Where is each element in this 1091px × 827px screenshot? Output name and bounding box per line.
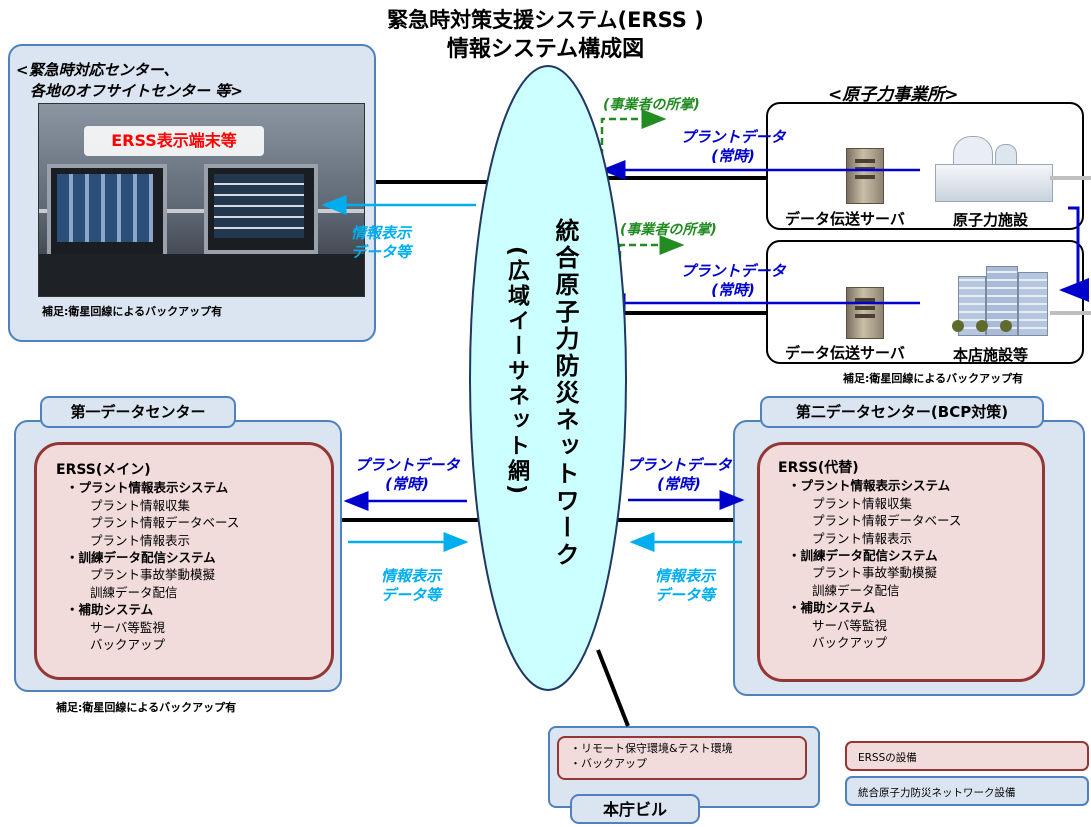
dc1-erss-box: [34, 442, 334, 680]
info-label-2: 情報表示データ等: [380, 567, 441, 604]
agency-item: ・リモート保守環境&テスト環境: [570, 742, 733, 755]
dc2-sys2-item: 訓練データ配信: [812, 582, 900, 598]
server-icon: [846, 287, 884, 339]
legend-network-label: 統合原子力防災ネットワーク設備: [858, 787, 1016, 799]
dc1-system-list: ERSS(メイン) ・プラント情報表示システム プラント情報収集 プラント情報デ…: [56, 462, 239, 653]
legend-network-swatch: [845, 776, 1089, 806]
dc1-sys3-item: バックアップ: [90, 637, 166, 653]
server-icon: [846, 148, 884, 204]
jurisdiction-label-1: (事業者の所掌): [603, 97, 700, 113]
dc1-sys1-heading: ・プラント情報表示システム: [66, 480, 229, 496]
dc2-sys1-item: プラント情報収集: [812, 495, 913, 511]
dc1-erss-heading: ERSS(メイン): [56, 462, 151, 478]
dc1-sys1-item: プラント情報データベース: [90, 515, 240, 531]
network-ellipse: [469, 65, 627, 691]
agency-item: ・バックアップ: [570, 757, 647, 770]
dc1-sys2-heading: ・訓練データ配信システム: [66, 550, 216, 566]
monitor-left: [47, 164, 167, 258]
dc2-erss-box: [757, 442, 1045, 682]
dc1-sys2-item: プラント事故挙動模擬: [90, 567, 216, 583]
offsite-note: 補足:衛星回線によるバックアップ有: [42, 305, 223, 318]
dc1-note: 補足:衛星回線によるバックアップ有: [56, 701, 237, 714]
offsite-title-line1: <緊急時対応センター、: [16, 61, 179, 79]
plant-data-label-1: プラントデータ(常時): [680, 128, 786, 165]
dc2-sys1-heading: ・プラント情報表示システム: [788, 478, 951, 494]
facility-label-1: 原子力施設: [953, 211, 1029, 229]
plant-data-label-4: プラントデータ(常時): [626, 456, 732, 493]
terminal-photo: ERSS表示端末等: [38, 103, 365, 297]
dc2-sys3-item: サーバ等監視: [812, 617, 887, 633]
site-title: <原子力事業所>: [828, 85, 959, 105]
dc2-sys3-heading: ・補助システム: [788, 600, 876, 616]
info-label-1: 情報表示データ等: [350, 224, 411, 261]
site-note: 補足:衛星回線によるバックアップ有: [843, 372, 1024, 385]
jurisdiction-label-2: (事業者の所掌): [620, 222, 717, 238]
legend-erss-swatch: [845, 741, 1089, 771]
dc1-sys2-item: 訓練データ配信: [90, 584, 178, 600]
dc1-sys3-item: サーバ等監視: [90, 619, 165, 635]
dc2-sys2-heading: ・訓練データ配信システム: [788, 548, 938, 564]
offsite-title-line2: 各地のオフサイトセンター 等>: [30, 82, 243, 100]
dc2-sys3-item: バックアップ: [812, 635, 888, 651]
dc1-sys1-item: プラント情報収集: [90, 497, 191, 513]
legend-erss-label: ERSSの設備: [858, 752, 917, 764]
dc1-tab: 第一データセンター: [40, 396, 236, 428]
dc2-sys2-item: プラント事故挙動模擬: [812, 565, 938, 581]
agency-tab: 本庁ビル: [570, 794, 700, 824]
agency-erss-box: [557, 736, 807, 780]
dc2-tab: 第二データセンター(BCP対策): [760, 396, 1044, 428]
dc2-sys1-item: プラント情報データベース: [812, 513, 962, 529]
link-agency: [596, 649, 630, 727]
facility-label-2: 本店施設等: [953, 346, 1029, 364]
dc2-sys1-item: プラント情報表示: [812, 530, 913, 546]
monitor-right: [204, 164, 318, 254]
agency-list: ・リモート保守環境&テスト環境 ・バックアップ: [570, 741, 733, 771]
info-label-3: 情報表示データ等: [654, 567, 715, 604]
nuclear-facility-icon: [933, 130, 1053, 204]
plant-data-label-3: プラントデータ(常時): [354, 456, 460, 493]
dc1-sys3-heading: ・補助システム: [66, 602, 154, 618]
server-label-2: データ伝送サーバ: [785, 344, 905, 362]
server-label-1: データ伝送サーバ: [785, 210, 905, 228]
network-sub-label: (広域イーサネット網): [504, 246, 529, 498]
dc2-system-list: ERSS(代替) ・プラント情報表示システム プラント情報収集 プラント情報デー…: [778, 460, 961, 651]
photo-label: ERSS表示端末等: [84, 126, 264, 156]
diagram-title-line2: 情報システム構成図: [446, 37, 645, 62]
head-office-icon: [948, 262, 1052, 338]
network-main-label: 統合原子力防災ネットワーク: [551, 218, 579, 569]
diagram-title-line1: 緊急時対策支援システム(ERSS ): [387, 8, 704, 32]
plant-data-label-2: プラントデータ(常時): [680, 262, 786, 299]
dc2-erss-heading: ERSS(代替): [778, 460, 859, 476]
dc1-sys1-item: プラント情報表示: [90, 532, 191, 548]
